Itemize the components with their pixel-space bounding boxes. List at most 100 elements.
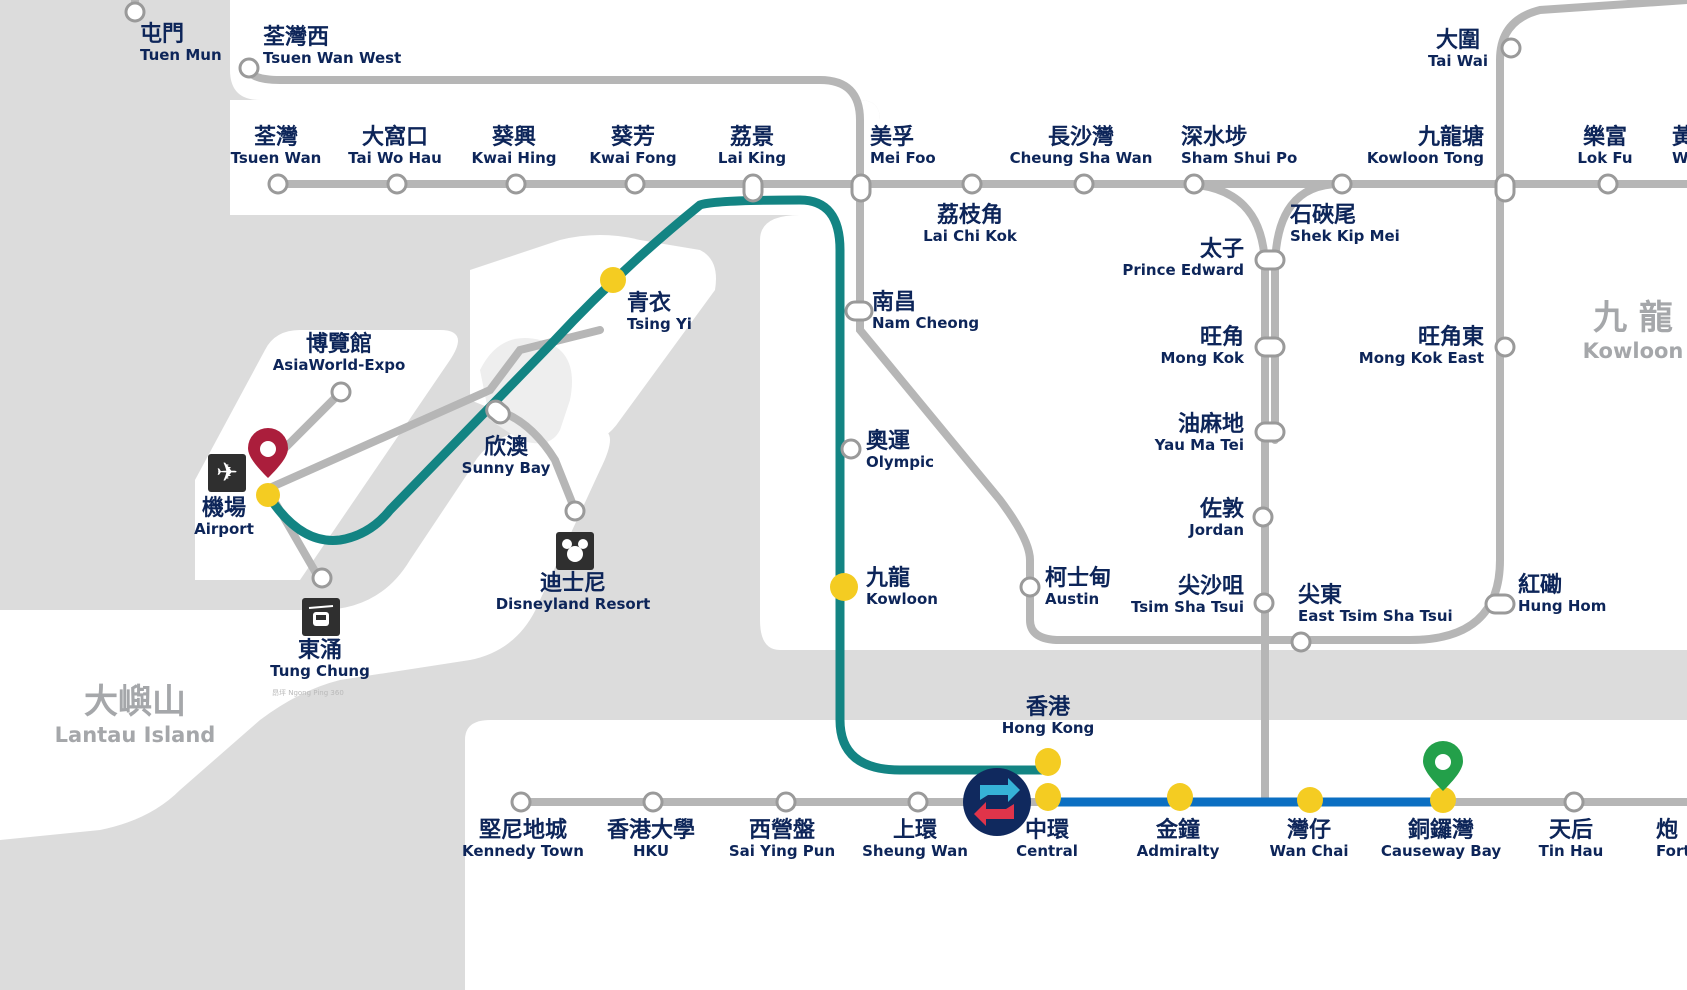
station-dot-sheung-wan	[907, 791, 929, 813]
station-dot-east-tsim-sha-tsui	[1290, 631, 1312, 653]
airplane-icon: ✈	[208, 454, 246, 492]
route-dot-kowloon	[830, 573, 858, 601]
origin-pin	[248, 428, 288, 478]
station-dot-sunny-bay	[485, 399, 511, 425]
station-dot-hku	[642, 791, 664, 813]
station-dot-sai-ying-pun	[775, 791, 797, 813]
station-dot-asiaworld-expo	[330, 381, 352, 403]
route-dot-causeway-bay	[1430, 787, 1456, 813]
station-dot-olympic	[840, 438, 862, 460]
station-dot-hung-hom	[1484, 593, 1516, 615]
station-dot-tung-chung	[311, 567, 333, 589]
station-dot-jordan	[1252, 506, 1274, 528]
station-dot-nam-cheong	[844, 300, 874, 322]
station-dot-sham-shui-po	[1183, 173, 1205, 195]
label-wong-tai-sin-edge[interactable]: 黃Wo	[1672, 124, 1687, 168]
route-dot-tsing-yi	[600, 267, 626, 293]
station-dot-disneyland	[564, 500, 586, 522]
cable-car-icon	[302, 598, 340, 636]
area-en: Lantau Island	[54, 722, 216, 747]
station-dot-kowloon-tong	[1494, 173, 1516, 203]
station-dot-tsuen-wan	[267, 173, 289, 195]
station-dot-mong-kok-east	[1494, 336, 1516, 358]
land-hk-island	[465, 720, 1687, 990]
area-label-lantau: 大嶼山 Lantau Island	[55, 682, 216, 748]
station-dot-tuen-mun	[124, 1, 146, 23]
station-dot-tsuen-wan-west	[238, 57, 260, 79]
station-dot-mei-foo	[850, 173, 872, 203]
route-dot-admiralty	[1167, 783, 1193, 811]
station-dot-shek-kip-mei	[1331, 173, 1353, 195]
station-dot-kwai-fong	[624, 173, 646, 195]
land-north-strip	[230, 100, 880, 160]
area-label-kowloon: 九 龍 Kowloon	[1583, 298, 1684, 364]
station-dot-mong-kok	[1254, 336, 1286, 358]
station-dot-austin	[1019, 576, 1041, 598]
airport-express-line	[263, 195, 1055, 775]
area-en: Kowloon	[1582, 338, 1684, 363]
interchange-arrows-icon	[980, 778, 1020, 802]
station-dot-prince-edward	[1254, 249, 1286, 271]
route-dot-airport	[256, 483, 280, 507]
station-dot-kennedy-town	[510, 791, 532, 813]
station-dot-cheung-sha-wan	[1073, 173, 1095, 195]
station-dot-tin-hau	[1563, 791, 1585, 813]
cable-car-icon-shape	[308, 605, 334, 626]
station-dot-lok-fu	[1597, 173, 1619, 195]
station-dot-tai-wai	[1500, 37, 1522, 59]
mickey-icon	[556, 532, 594, 570]
area-zh: 大嶼山	[83, 682, 186, 722]
land-northwest	[0, 0, 1687, 150]
mickey-icon-shape	[562, 539, 588, 562]
ngong-ping-note: 昂坪 Ngong Ping 360	[272, 689, 344, 697]
station-dot-lai-king	[742, 173, 764, 203]
route-dot-hong-kong	[1035, 748, 1061, 776]
station-dot-kwai-hing	[505, 173, 527, 195]
